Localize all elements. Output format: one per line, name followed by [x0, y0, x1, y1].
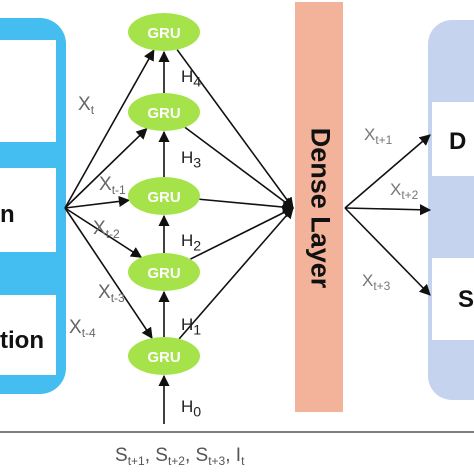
gru-node [128, 13, 200, 51]
input-arrow [64, 207, 143, 258]
input-label: Xt-4 [69, 317, 96, 340]
right-box-text-2: S [458, 286, 474, 313]
hidden-state-label: H4 [181, 67, 202, 91]
left-panel-box-3 [0, 295, 56, 375]
gru-to-dense-arrow [178, 207, 294, 340]
output-label: Xt+1 [364, 125, 393, 147]
input-arrow [64, 127, 148, 209]
gru-label: GRU [147, 349, 180, 366]
output-arrow [344, 204, 432, 216]
input-arrow [64, 195, 131, 209]
input-label: Xt-2 [93, 218, 120, 241]
gru-label: GRU [147, 189, 180, 206]
hidden-state-label: H1 [181, 315, 202, 339]
hidden-state-label: H2 [181, 231, 202, 255]
input-label: Xt [78, 94, 95, 117]
right-panel-box-2 [432, 258, 474, 340]
output-arrow [344, 207, 431, 296]
gru-node [128, 93, 200, 131]
gru-node [128, 253, 200, 291]
right-panel-box-1 [432, 102, 474, 176]
input-label: Xt-3 [98, 282, 125, 305]
gru-node [128, 177, 200, 215]
output-sequence: St+1, St+2, St+3, It [115, 445, 245, 468]
hidden-state-label: H0 [181, 397, 202, 421]
gru-label: GRU [147, 265, 180, 282]
left-box-text-2: tion [0, 327, 44, 354]
dense-layer [295, 2, 343, 412]
right-panel [428, 20, 474, 400]
gru-stack: GRU GRU GRU GRU GRU [128, 13, 200, 375]
output-label: Xt+2 [390, 180, 419, 202]
input-label: Xt-1 [99, 174, 126, 197]
gru-to-dense-arrow [199, 198, 295, 213]
gru-to-dense-arrow [184, 126, 294, 209]
arrows [64, 49, 432, 424]
gru-to-dense-arrow [190, 207, 295, 260]
output-arrow [344, 134, 431, 209]
gru-node [128, 337, 200, 375]
hidden-state-label: H3 [181, 148, 202, 172]
input-arrow [64, 207, 153, 340]
gru-label: GRU [147, 105, 180, 122]
left-panel-box-2 [0, 168, 56, 252]
left-panel-box-1 [0, 40, 56, 142]
dense-layer-label: Dense Layer [305, 127, 336, 289]
right-box-text-1: D [449, 128, 467, 155]
left-box-text-1: n [0, 201, 15, 228]
input-arrow [64, 49, 155, 209]
gru-to-dense-arrow [176, 49, 294, 209]
gru-label: GRU [147, 25, 180, 42]
output-label: Xt+3 [362, 271, 391, 293]
